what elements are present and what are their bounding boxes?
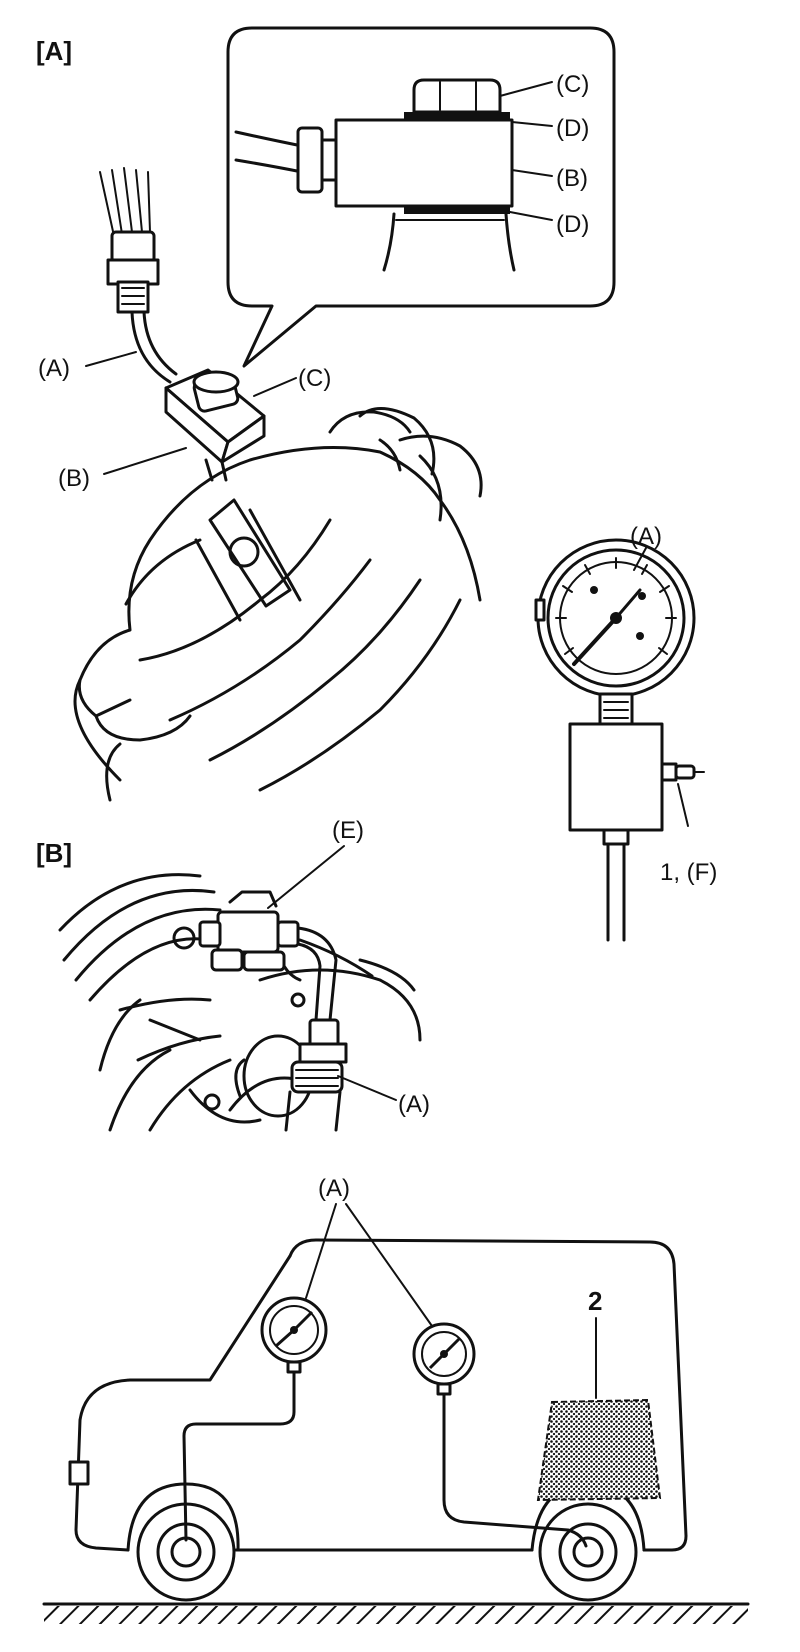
leader-e [267,845,345,909]
leader-a-vehicle-rear [345,1203,433,1327]
label-a-b: (A) [398,1091,430,1118]
label-d-top: (D) [556,115,589,142]
leader-c-main [253,377,297,397]
label-f-gauge: 1, (F) [660,859,717,886]
label-e: (E) [332,817,364,844]
leader-a-gauge [633,547,647,571]
panel-b-tag: [B] [36,838,72,868]
leader-a-main [85,351,137,367]
rear-gauge [412,1322,476,1396]
label-d-bottom: (D) [556,211,589,238]
front-gauge [260,1296,328,1374]
adapter-b [164,368,266,482]
label-c-main: (C) [298,365,331,392]
leader-d-bottom [509,211,553,221]
label-b-inset: (B) [556,165,588,192]
front-brake-line [182,1370,296,1542]
front-wheel [136,1502,236,1602]
label-b-main: (B) [58,465,90,492]
leader-b-inset [511,169,553,177]
leader-b-main [103,447,187,475]
leader-d-top [511,121,553,127]
label-c-inset: (C) [556,71,589,98]
pressure-gauge [534,538,705,942]
load-sensing-valve-area [536,1398,662,1502]
brake-caliper [73,407,483,802]
rear-brake-line [442,1392,588,1548]
leader-a-vehicle-front [305,1203,337,1299]
panel-a-tag: [A] [36,36,72,66]
label-a-gauge: (A) [630,523,662,550]
label-a-main: (A) [38,355,70,382]
inset-callout [226,26,616,368]
label-a-vehicle: (A) [318,1175,350,1202]
rear-wheel [538,1502,638,1602]
brake-hose-a [99,167,178,384]
label-2: 2 [588,1286,602,1316]
leader-f-gauge [677,783,689,827]
leader-c-inset [499,81,553,97]
ground [42,1602,750,1624]
wheel-cylinder-assembly [58,873,422,1132]
leader-a-b [337,1075,397,1101]
